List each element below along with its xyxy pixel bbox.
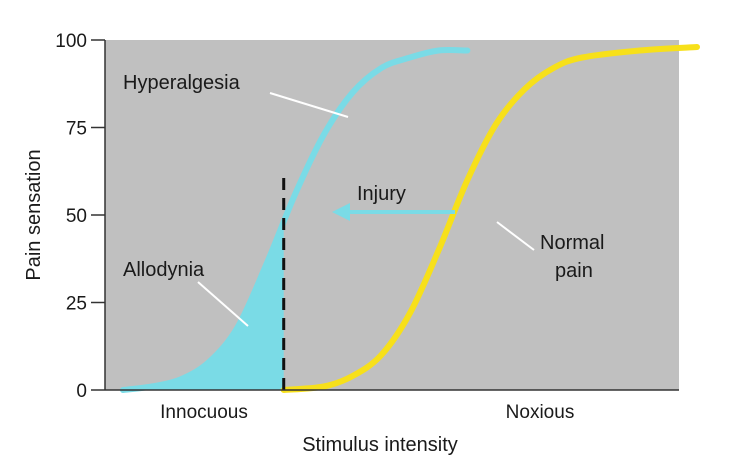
y-tick-label: 50 <box>66 206 87 227</box>
y-tick-label: 0 <box>76 381 87 402</box>
injury-label: Injury <box>357 183 406 205</box>
plot-area <box>105 40 679 390</box>
x-axis-title: Stimulus intensity <box>302 434 458 456</box>
hyperalgesia-curve <box>120 46 471 393</box>
injury-arrow <box>332 203 455 221</box>
y-tick-label: 100 <box>55 31 87 52</box>
allodynia-area <box>123 222 284 390</box>
allodynia-leader <box>197 281 249 327</box>
normal-pain-label-line1: Normal <box>540 232 604 254</box>
hyperalgesia-label: Hyperalgesia <box>123 72 241 94</box>
x-category-innocuous: Innocuous <box>160 402 248 423</box>
y-tick-label: 25 <box>66 294 87 315</box>
normal-pain-leader <box>496 221 535 251</box>
y-axis-title: Pain sensation <box>23 149 45 280</box>
y-ticks: 0 25 50 75 100 <box>55 31 105 402</box>
x-category-noxious: Noxious <box>506 402 575 423</box>
normal-pain-label-line2: pain <box>555 260 593 282</box>
normal-pain-curve <box>280 44 700 393</box>
y-tick-label: 75 <box>66 119 87 140</box>
allodynia-label: Allodynia <box>123 259 205 281</box>
hyperalgesia-leader <box>269 92 349 118</box>
